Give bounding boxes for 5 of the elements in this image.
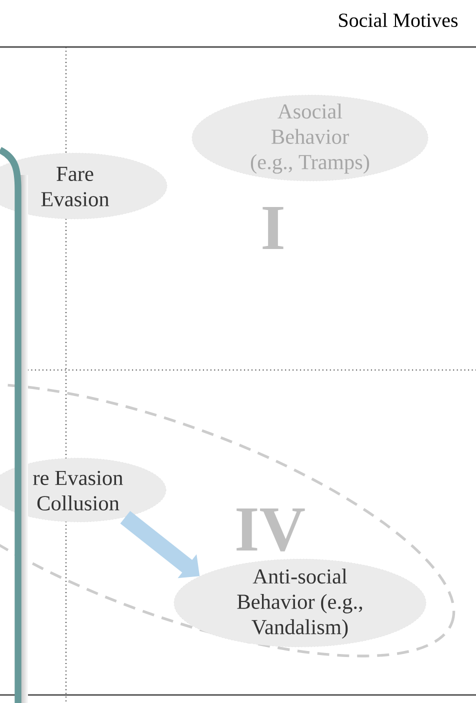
ellipse-node: Anti-social Behavior (e.g., Vandalism) xyxy=(174,558,426,648)
quadrant-numeral: IV xyxy=(236,508,305,552)
quadrant-numeral: I xyxy=(262,207,284,249)
axis-title: Social Motives xyxy=(339,12,458,28)
ellipse-node: Asocial Behavior (e.g., Tramps) xyxy=(192,94,428,182)
